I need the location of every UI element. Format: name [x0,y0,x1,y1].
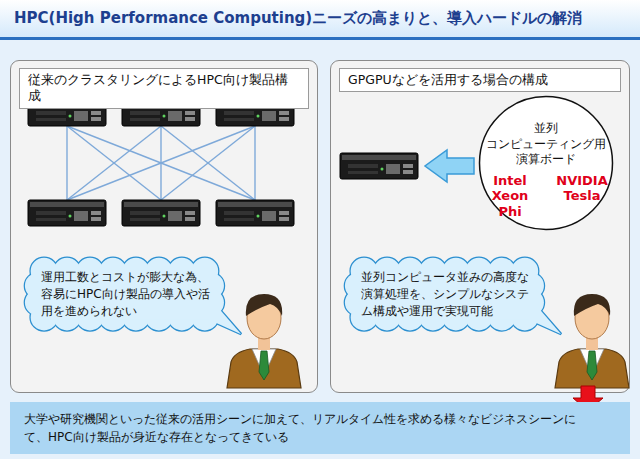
title-bar: HPC(High Performance Computing)ニーズの高まりと、… [0,0,640,40]
summary-band: 大学や研究機関といった従来の活用シーンに加えて、リアルタイム性を求める様々なビジ… [10,402,630,454]
server [122,200,200,226]
server [340,153,418,179]
server [216,200,294,226]
server [28,200,106,226]
band-text: 大学や研究機関といった従来の活用シーンに加えて、リアルタイム性を求める様々なビジ… [10,402,630,454]
title-text: HPC(High Performance Computing)ニーズの高まりと、… [14,9,582,28]
speech-bubble: 運用工数とコストが膨大な為、容易にHPC向け製品の導入や活用を進められない [23,256,245,336]
vendor-name: Intel Xeon Phi [481,173,539,220]
panel: GPGPUなどを活用する場合の構成並列 コンピューティング用 演算ボード Inte… [330,60,630,393]
board-label: 並列 コンピューティング用 演算ボード [484,121,608,168]
bubble-text: 並列コンピュータ並みの高度な演算処理を、シンプルなシステム構成や運用で実現可能 [343,256,565,334]
panel-heading: GPGPUなどを活用する場合の構成 [339,68,621,92]
bubble-text: 運用工数とコストが膨大な為、容易にHPC向け製品の導入や活用を進められない [23,256,245,334]
panel-heading: 従来のクラスタリングによるHPC向け製品構成 [19,68,309,109]
vendor-name: NVIDIA Tesla [553,173,611,220]
speech-bubble: 並列コンピュータ並みの高度な演算処理を、シンプルなシステム構成や運用で実現可能 [343,256,565,336]
vendor-row: Intel Xeon Phi NVIDIA Tesla [478,173,614,220]
board-circle: 並列 コンピューティング用 演算ボード Intel Xeon Phi NVIDIA … [478,95,614,231]
